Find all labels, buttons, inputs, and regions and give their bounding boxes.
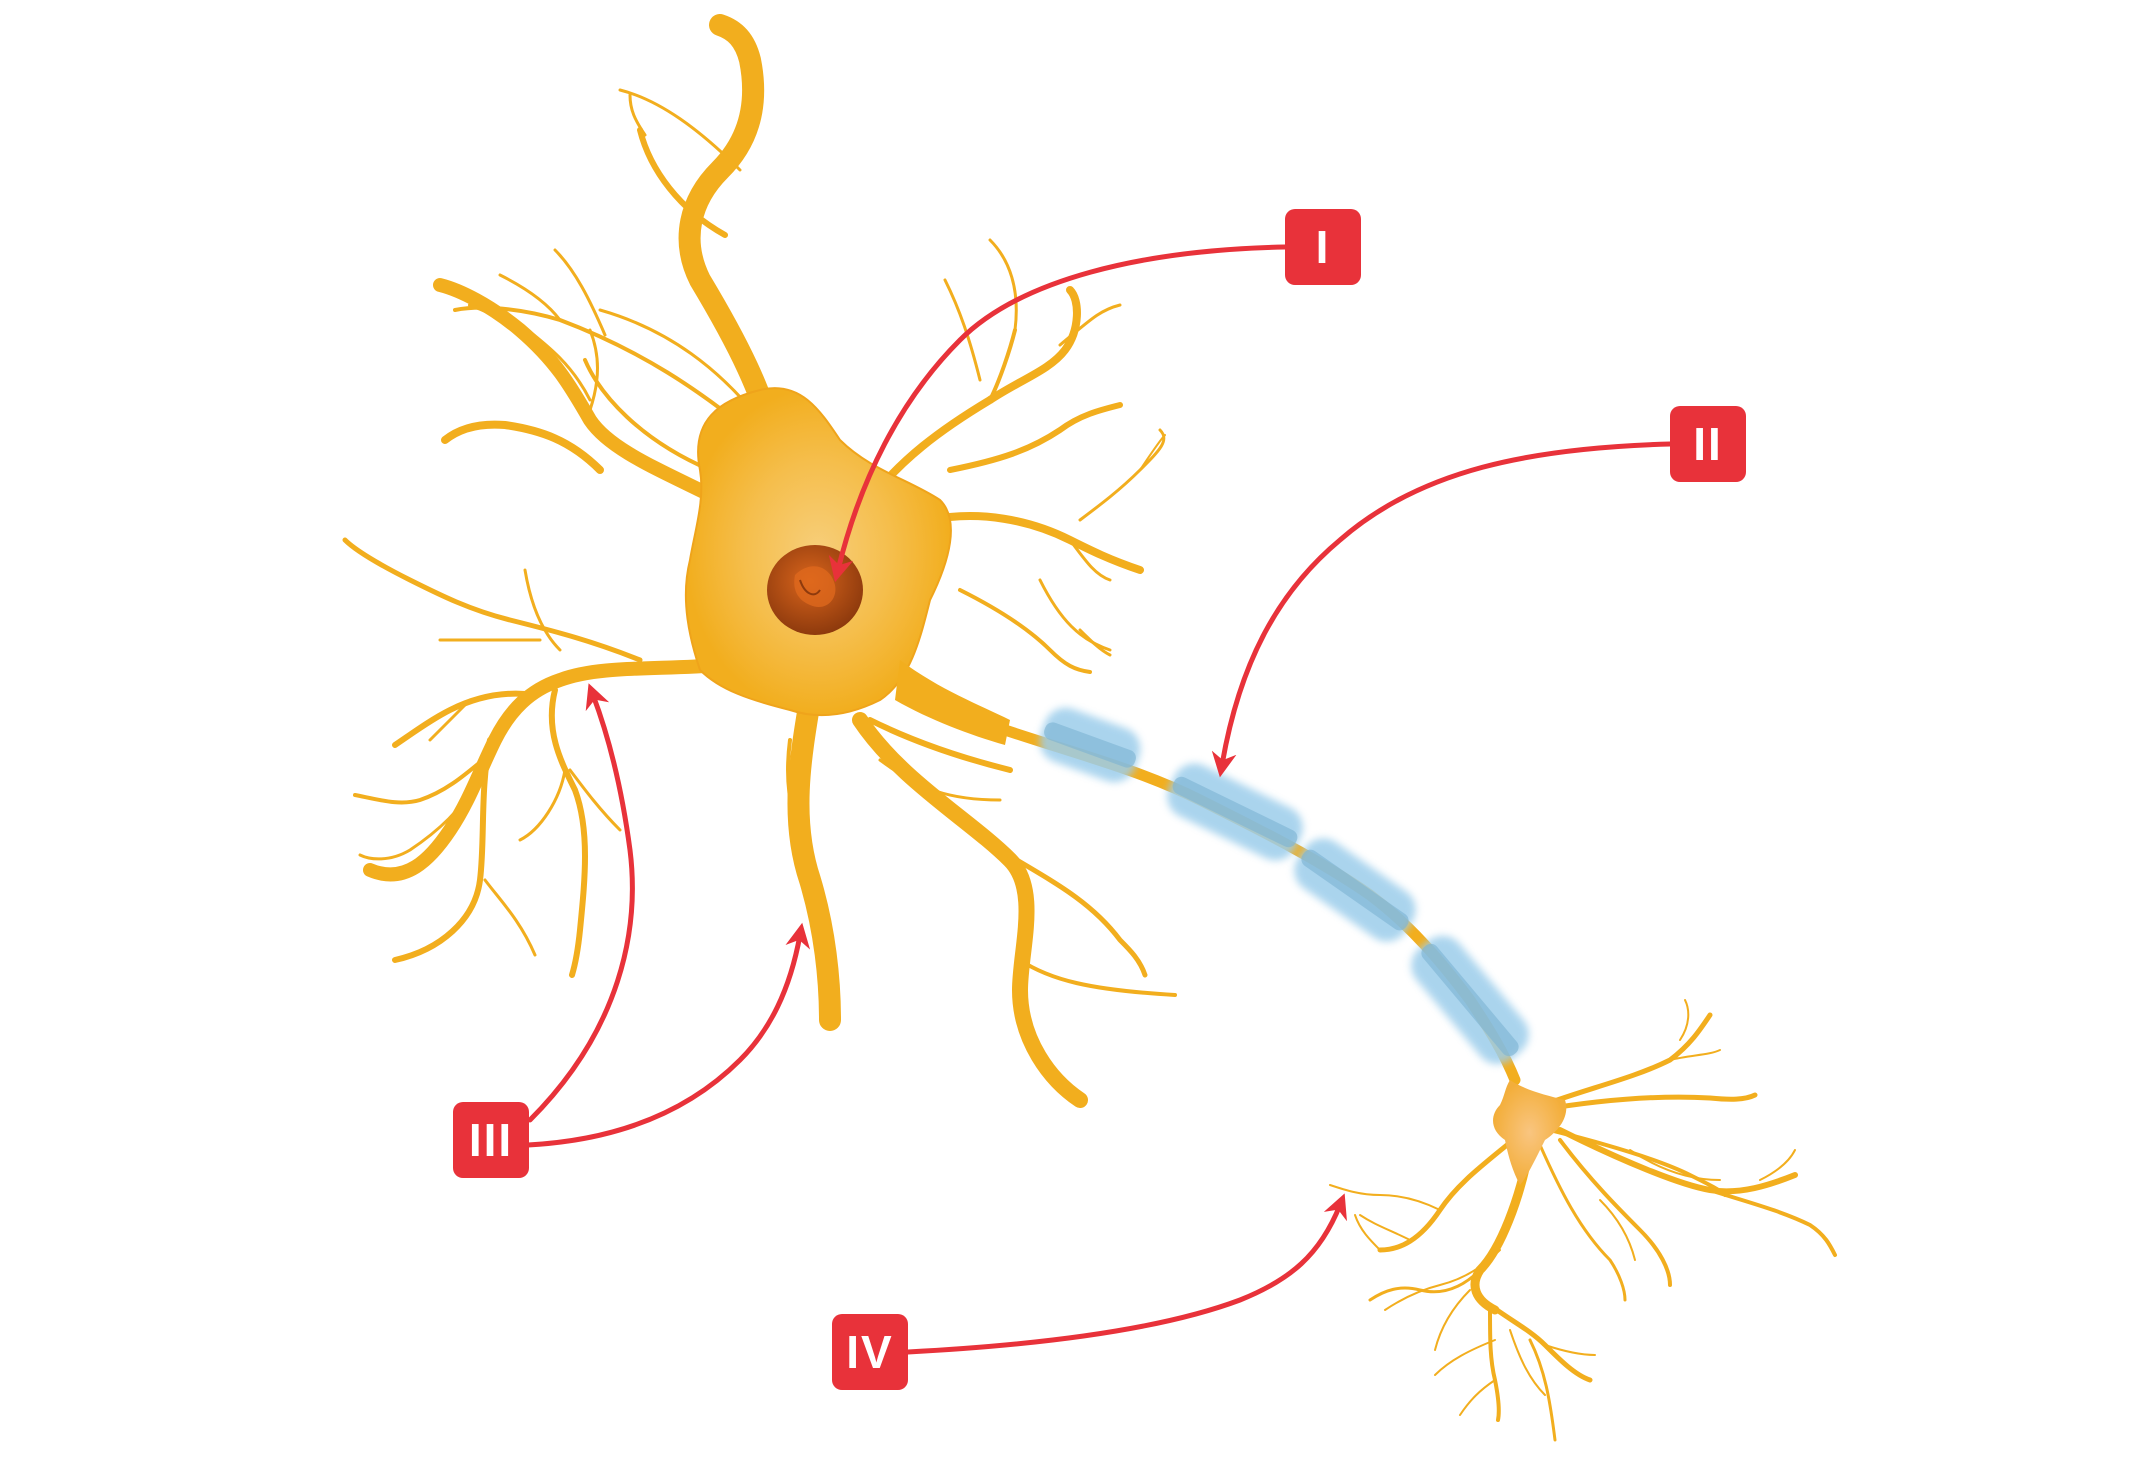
dendrite-right-4: [1078, 628, 1112, 657]
dendrite-upper-left-f: [553, 248, 607, 337]
dendrite-bottom-b: [786, 738, 802, 832]
dendrite-left-e: [428, 698, 472, 742]
dendrite-right-5: [1078, 428, 1166, 522]
terminal-branch-7b: [1368, 1268, 1482, 1302]
terminal-branch-2: [1537, 1092, 1758, 1113]
dendrite-left-h: [392, 737, 493, 963]
label-IV-text: IV: [846, 1326, 894, 1378]
axon-hillock: [895, 660, 1010, 745]
pointer-IV: [905, 1193, 1347, 1355]
label-I-text: I: [1315, 221, 1331, 273]
terminal-branch-9: [1384, 1249, 1501, 1311]
dendrite-upper-left-e: [498, 273, 562, 322]
dendrite-upper-mid: [583, 358, 712, 472]
dendrite-left-f: [353, 748, 497, 805]
dendrite-right-3: [958, 588, 1092, 674]
terminal-branch-8c: [1359, 1214, 1411, 1241]
dendrite-lower-right: [852, 712, 1088, 1108]
dendrite-left-i: [483, 878, 537, 957]
label-IV: IV: [832, 1314, 908, 1390]
terminal-branch-7f: [1459, 1379, 1496, 1416]
label-I: I: [1285, 209, 1361, 285]
label-III-text: III: [468, 1114, 514, 1166]
label-III: III: [453, 1102, 529, 1178]
myelin-sheath-1: [1039, 707, 1141, 783]
myelin-sheaths: [1039, 707, 1529, 1065]
label-II: II: [1670, 406, 1746, 482]
myelin-sheath-4: [1411, 935, 1529, 1065]
terminal-branch-8d: [1354, 1214, 1381, 1251]
dendrite-right-1: [926, 512, 1144, 574]
pointer-III-b: [525, 922, 811, 1148]
axon: [999, 724, 1521, 1086]
dendrite-upper-left-c: [441, 420, 604, 474]
terminal-branch-8b: [1329, 1184, 1441, 1211]
terminal-branch-7h: [1509, 1329, 1546, 1396]
axon-terminal: [1329, 999, 1837, 1442]
pointer-I: [828, 244, 1288, 583]
dendrite-left: [363, 658, 727, 882]
terminal-branch-1c: [1679, 999, 1690, 1041]
terminal-branch-6: [1538, 1143, 1627, 1302]
dendrite-upper-left-d: [513, 318, 592, 402]
dendrite-lower-right-c: [1018, 958, 1177, 997]
terminal-branch-4: [1557, 1127, 1798, 1195]
myelin-sheath-2: [1167, 763, 1303, 861]
nucleolus: [794, 566, 836, 608]
dendrite-upper-right: [866, 286, 1081, 504]
dendrite-top-branch: [618, 88, 742, 172]
dendrite-top-left-long: [453, 305, 762, 442]
terminal-branch-7g: [1434, 1339, 1496, 1376]
terminal-branch-7i: [1528, 1338, 1557, 1442]
dendrite-upper-right-b: [988, 328, 1017, 402]
terminal-branch-10: [1434, 1289, 1471, 1351]
dendrite-right-2: [1038, 578, 1112, 652]
dendrite-left-b: [523, 568, 562, 652]
dendrite-lower-right-e: [878, 758, 1002, 802]
dendrite-right-1b: [1068, 538, 1112, 582]
axon-terminal-hub: [1493, 1080, 1567, 1185]
myelin-sheath-3: [1294, 838, 1416, 942]
terminal-branch-1: [1527, 1012, 1713, 1113]
terminal-branch-4b: [1708, 1188, 1837, 1257]
pointers: [525, 244, 1673, 1355]
dendrite-left-j: [548, 687, 588, 978]
dendrite-left-g: [358, 778, 482, 861]
dendrite-left-a: [342, 537, 643, 663]
dendrite-fan-top: [588, 328, 599, 412]
terminal-branch-4c: [1759, 1149, 1796, 1181]
dendrite-upper-right-f: [947, 402, 1123, 473]
terminal-branch-7e: [1488, 1308, 1501, 1422]
terminal-branch-7d: [1544, 1344, 1596, 1356]
terminal-branch-5b: [1599, 1199, 1636, 1261]
dendrites: [342, 14, 1177, 1108]
dendrite-top-branch-2: [637, 127, 728, 238]
dendrite-bottom: [787, 689, 841, 1031]
terminal-branch-3b: [1629, 1149, 1721, 1181]
dendrite-left-l: [568, 768, 622, 832]
dendrite-top-branch-3: [628, 93, 647, 137]
terminal-branch-5: [1558, 1138, 1672, 1287]
pointer-II: [1211, 441, 1673, 778]
dendrite-upper-right-d: [1058, 303, 1122, 347]
label-II-text: II: [1693, 418, 1723, 470]
dendrite-lower-right-d: [867, 717, 1013, 773]
dendrite-upper-right-e: [943, 278, 982, 382]
terminal-branch-1b: [1669, 1049, 1721, 1061]
dendrite-left-d: [392, 690, 538, 748]
dendrite-upper-left-b: [468, 303, 592, 422]
dendrite-top: [678, 14, 791, 481]
dendrite-upper-right-c: [988, 238, 1018, 332]
dendrite-upper-left: [433, 278, 727, 507]
nucleus: [767, 545, 863, 635]
dendrite-lower-right-b: [997, 847, 1148, 978]
dendrite-left-k: [518, 768, 567, 842]
axon-shaft: [999, 724, 1521, 1086]
dendrite-right-6: [1139, 434, 1166, 471]
pointer-III-a: [527, 683, 635, 1123]
